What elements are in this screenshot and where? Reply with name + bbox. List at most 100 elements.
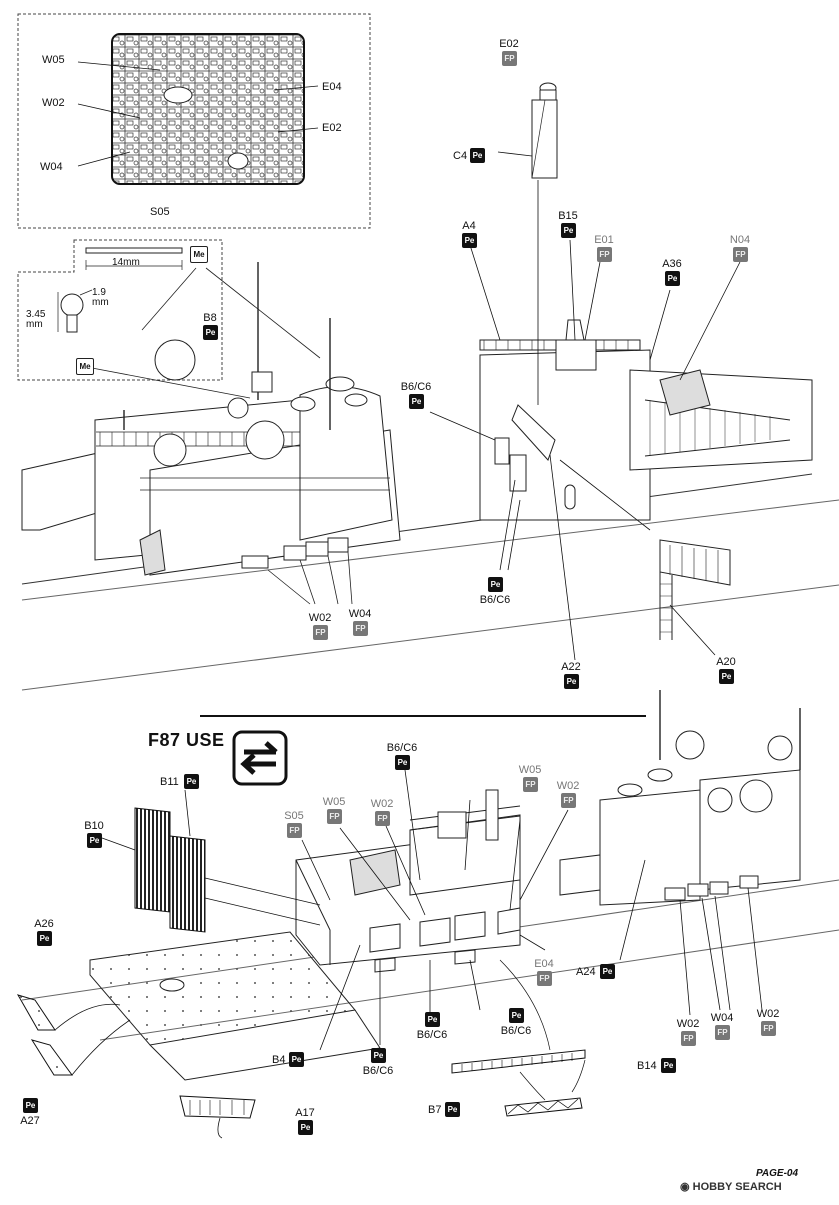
callout-b6-c6-label: B6/C6 — [500, 1025, 532, 1037]
callout-a20-label: A20 — [716, 656, 736, 668]
pe-badge-icon: Pe — [425, 1012, 440, 1027]
forward-superstructure — [559, 690, 801, 906]
callout-w05-label: W05 — [42, 54, 65, 66]
pe-badge-icon: Pe — [184, 774, 199, 789]
callout-b6-c6-label: B6/C6 — [416, 1029, 448, 1041]
callout-b10-label: B10 — [84, 820, 104, 832]
hobbysearch-logo-icon: ◉ — [680, 1181, 693, 1193]
callout-w02-label: W02 — [42, 97, 65, 109]
hangar-superstructure — [295, 789, 521, 973]
pe-badge-icon: Pe — [470, 148, 485, 163]
callout-n04-label: N04 — [729, 234, 751, 246]
rail-parts — [451, 959, 586, 1117]
fp-badge-icon: FP — [375, 811, 390, 826]
callout-e02-label: E02 — [322, 122, 342, 134]
callout-a4-label: A4 — [462, 220, 476, 232]
ladder-railing-part — [559, 459, 731, 656]
pe-badge-icon: Pe — [409, 394, 424, 409]
callout-c4-label: C4 — [453, 150, 468, 162]
fp-badge-icon: FP — [537, 971, 552, 986]
small-pe-parts — [16, 994, 256, 1139]
pe-badge-icon: Pe — [661, 1058, 676, 1073]
watermark: ◉ HOBBY SEARCH — [680, 1180, 782, 1193]
callout-a27-label: A27 — [20, 1115, 40, 1127]
callout-s05-label: S05 — [150, 206, 170, 218]
callout-w02-label: W02 — [308, 612, 332, 624]
callout-w02-label: W02 — [756, 1008, 780, 1020]
pe-badge-icon: Pe — [509, 1008, 524, 1023]
pe-badge-icon: Pe — [203, 325, 218, 340]
pe-badge-icon: Pe — [23, 1098, 38, 1113]
fp-badge-icon: FP — [715, 1025, 730, 1040]
aft-superstructure — [21, 262, 401, 605]
pe-badge-icon: Pe — [719, 669, 734, 684]
dimension-diameter-label: 1.9 mm — [92, 287, 109, 308]
callout-b8-label: B8 — [203, 312, 217, 324]
dimension-length-label: 14mm — [112, 257, 140, 268]
callout-e01-label: E01 — [594, 234, 614, 246]
pe-badge-icon: Pe — [462, 233, 477, 248]
callout-w04-label: W04 — [40, 161, 63, 173]
sprue-inset — [17, 13, 371, 229]
page-number: PAGE-04 — [756, 1168, 799, 1179]
callout-a26-label: A26 — [34, 918, 54, 930]
me-badge-icon: Me — [76, 358, 94, 375]
dimension-inset — [17, 239, 321, 399]
callout-w02-label: W02 — [676, 1018, 700, 1030]
callout-w04-label: W04 — [710, 1012, 734, 1024]
callout-a36-label: A36 — [662, 258, 682, 270]
callout-b6-c6-label: B6/C6 — [479, 594, 511, 606]
callout-b6-c6-label: B6/C6 — [362, 1065, 394, 1077]
callout-b6-c6-label: B6/C6 — [400, 381, 432, 393]
callout-e04-label: E04 — [534, 958, 554, 970]
section-title: F87 USE — [148, 730, 225, 750]
callout-b14-label: B14 — [637, 1060, 657, 1072]
callout-b6-c6-label: B6/C6 — [386, 742, 418, 754]
leader-lines-lower — [101, 769, 763, 1051]
pe-badge-icon: Pe — [561, 223, 576, 238]
leader-lines-upper — [429, 239, 741, 661]
callout-a24-label: A24 — [576, 966, 596, 978]
pe-badge-icon: Pe — [37, 931, 52, 946]
fp-badge-icon: FP — [733, 247, 748, 262]
callout-e02-label: E02 — [499, 38, 519, 50]
fp-badge-icon: FP — [561, 793, 576, 808]
pe-badge-icon: Pe — [564, 674, 579, 689]
pe-badge-icon: Pe — [289, 1052, 304, 1067]
bridge-superstructure — [479, 319, 813, 521]
fp-badge-icon: FP — [597, 247, 612, 262]
fp-badge-icon: FP — [353, 621, 368, 636]
callout-w04-label: W04 — [348, 608, 372, 620]
pe-badge-icon: Pe — [298, 1120, 313, 1135]
callout-b4-label: B4 — [272, 1054, 286, 1066]
me-badge-icon: Me — [190, 246, 208, 263]
pe-badge-icon: Pe — [371, 1048, 386, 1063]
fp-badge-icon: FP — [502, 51, 517, 66]
callout-b7-label: B7 — [428, 1104, 442, 1116]
callout-a22-label: A22 — [561, 661, 581, 673]
fp-badge-icon: FP — [681, 1031, 696, 1046]
fp-badge-icon: FP — [523, 777, 538, 792]
dimension-height-label: 3.45 mm — [26, 309, 46, 330]
lower-hull — [21, 879, 839, 1081]
pe-badge-icon: Pe — [87, 833, 102, 848]
fp-badge-icon: FP — [287, 823, 302, 838]
callout-e04-label: E04 — [322, 81, 342, 93]
callout-w02-label: W02 — [370, 798, 394, 810]
pe-badge-icon: Pe — [488, 577, 503, 592]
callout-w02-label: W02 — [556, 780, 580, 792]
ready-rack-boxes — [241, 537, 349, 569]
pe-badge-icon: Pe — [665, 271, 680, 286]
fp-badge-icon: FP — [327, 809, 342, 824]
swap-arrows-icon — [232, 730, 288, 786]
fp-badge-icon: FP — [761, 1021, 776, 1036]
pe-badge-icon: Pe — [600, 964, 615, 979]
callout-s05-label: S05 — [284, 810, 304, 822]
pe-badge-icon: Pe — [445, 1102, 460, 1117]
callout-a17-label: A17 — [295, 1107, 315, 1119]
fp-badge-icon: FP — [313, 625, 328, 640]
grille-parts — [134, 807, 321, 933]
pe-badge-icon: Pe — [395, 755, 410, 770]
callout-w05-label: W05 — [322, 796, 346, 808]
